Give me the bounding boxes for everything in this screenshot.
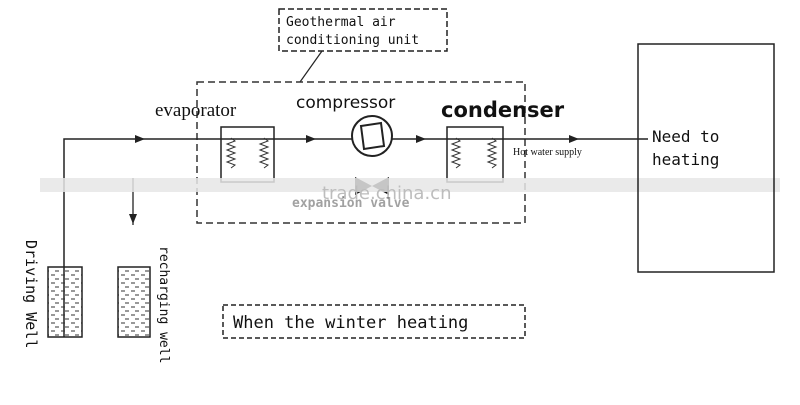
unit-dashed-outline bbox=[196, 81, 526, 224]
zigzag-coil-icon bbox=[486, 137, 498, 169]
watermark-text: trade.china.cn bbox=[322, 183, 451, 204]
expansion-valve-label: expansion valve bbox=[292, 196, 410, 211]
recharging-well-icon bbox=[117, 266, 151, 338]
compressor-label: compressor bbox=[296, 93, 395, 113]
recharging-well-label: recharging well bbox=[156, 246, 171, 363]
unit-leader-line bbox=[299, 50, 323, 83]
compressor-circle-icon bbox=[351, 115, 393, 157]
down-arrow-icon bbox=[129, 214, 137, 224]
caption-text: When the winter heating bbox=[233, 313, 468, 333]
flow-arrow-icon bbox=[135, 135, 145, 143]
condenser-label: condenser bbox=[441, 98, 565, 122]
flow-arrow-icon bbox=[569, 135, 579, 143]
heating-load-box bbox=[637, 43, 775, 273]
unit-label-line2: conditioning unit bbox=[286, 33, 419, 48]
compressor-rotor bbox=[359, 121, 386, 151]
driving-well-label: Driving Well bbox=[22, 240, 40, 348]
zigzag-coil-icon bbox=[225, 137, 237, 169]
evaporator-label: evaporator bbox=[155, 100, 237, 121]
driving-well-icon bbox=[47, 266, 83, 338]
unit-label-box bbox=[278, 8, 448, 52]
heating-label-line1: Need to bbox=[652, 127, 719, 146]
heating-label-line2: heating bbox=[652, 150, 719, 169]
hot-water-label: Hot water supply bbox=[513, 147, 582, 158]
unit-label-line1: Geothermal air bbox=[286, 15, 396, 30]
zigzag-coil-icon bbox=[258, 137, 270, 169]
flow-arrow-icon bbox=[306, 135, 316, 143]
zigzag-coil-icon bbox=[450, 137, 462, 169]
watermark-band bbox=[40, 178, 780, 192]
evaporator-box bbox=[220, 126, 275, 183]
supply-pipe bbox=[63, 138, 648, 337]
flow-arrow-icon bbox=[416, 135, 426, 143]
